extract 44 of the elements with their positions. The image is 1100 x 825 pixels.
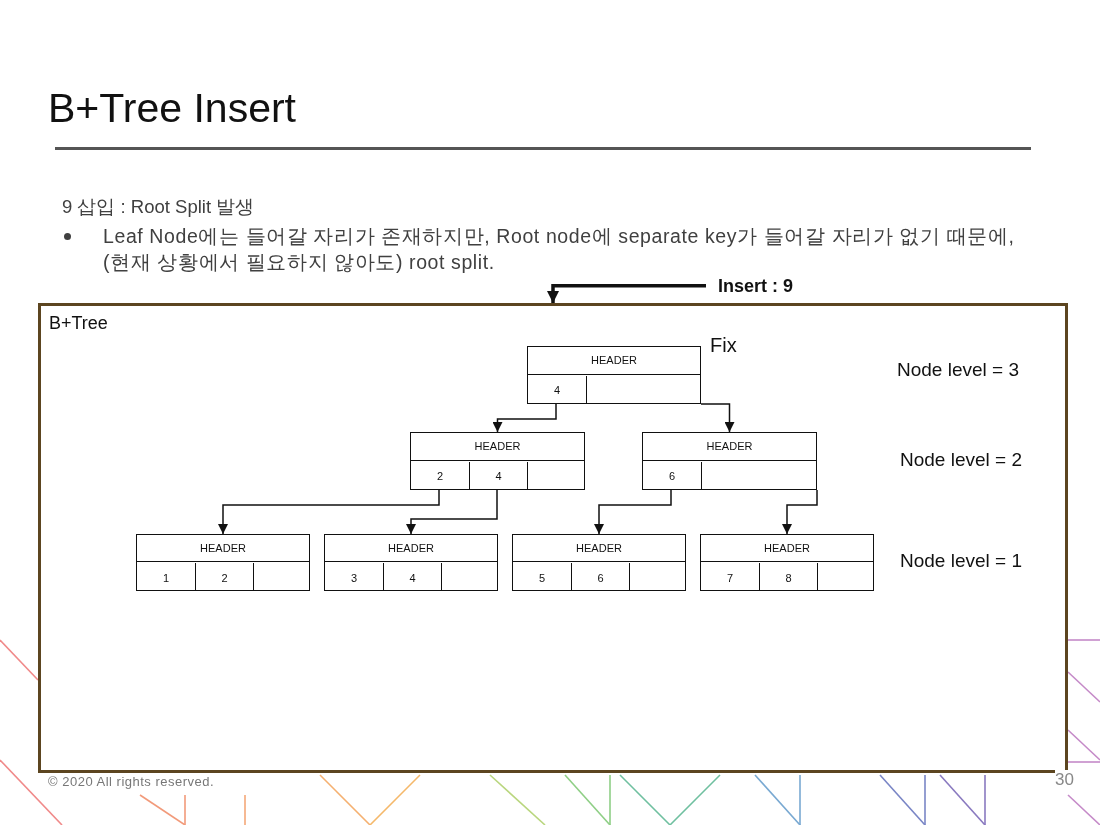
level-label: Node level = 3 (897, 358, 1019, 382)
key-cell-text: 1 (161, 570, 171, 586)
level-label: Node level = 2 (900, 448, 1022, 472)
tree-node-box (512, 534, 686, 591)
annotation-text: Fix (710, 333, 737, 357)
header-cell: HEADER (137, 535, 309, 562)
tree-node-box (136, 534, 310, 591)
level-label: Node level = 1 (900, 549, 1022, 573)
header-cell: HEADER (411, 433, 584, 461)
bullet-text: Leaf Node에는 들어갈 자리가 존재하지만, Root node에 separate key가 들어갈 자리가 없기 때문에, (현재 상황에서 필요하지 않아도) root split. (103, 224, 1016, 275)
tree-node-box (700, 534, 874, 591)
arrow (492, 403, 557, 433)
copyright-text: © 2020 All rights reserved. (48, 774, 215, 790)
header-cell: HEADER (701, 535, 873, 562)
key-cell: 4 (469, 461, 527, 489)
insert-label: Insert : 9 (718, 276, 794, 298)
key-cell-text: 5 (537, 570, 547, 586)
key-cell-text: 3 (349, 570, 359, 586)
tree-node-box (324, 534, 498, 591)
key-cell: 2 (195, 563, 253, 590)
key-cell: 4 (383, 563, 441, 590)
key-cell-text: 4 (552, 383, 562, 399)
header-cell: HEADER (513, 535, 685, 562)
arrow (700, 403, 735, 433)
tree-node-box (410, 432, 585, 490)
header-cell: HEADER (325, 535, 497, 562)
key-cell-text: 2 (435, 469, 445, 485)
arrow (218, 489, 440, 535)
key-cell: 8 (759, 563, 817, 590)
frame-title: B+Tree (49, 313, 108, 335)
tree-node-box (642, 432, 817, 490)
key-cell: 6 (571, 563, 629, 590)
key-cell-text: 7 (725, 570, 735, 586)
subheading-text: 9 삽입 : Root Split 발생 (62, 196, 255, 219)
header-cell: HEADER (528, 347, 700, 375)
arrow (547, 284, 706, 303)
arrow (594, 489, 672, 535)
header-cell: HEADER (643, 433, 816, 461)
key-cell-text: 6 (667, 469, 677, 485)
arrow (406, 489, 498, 535)
arrow (782, 489, 818, 535)
slide-title: B+Tree Insert (48, 84, 296, 132)
tree-node-box (527, 346, 701, 404)
diagram-frame (38, 303, 1068, 773)
